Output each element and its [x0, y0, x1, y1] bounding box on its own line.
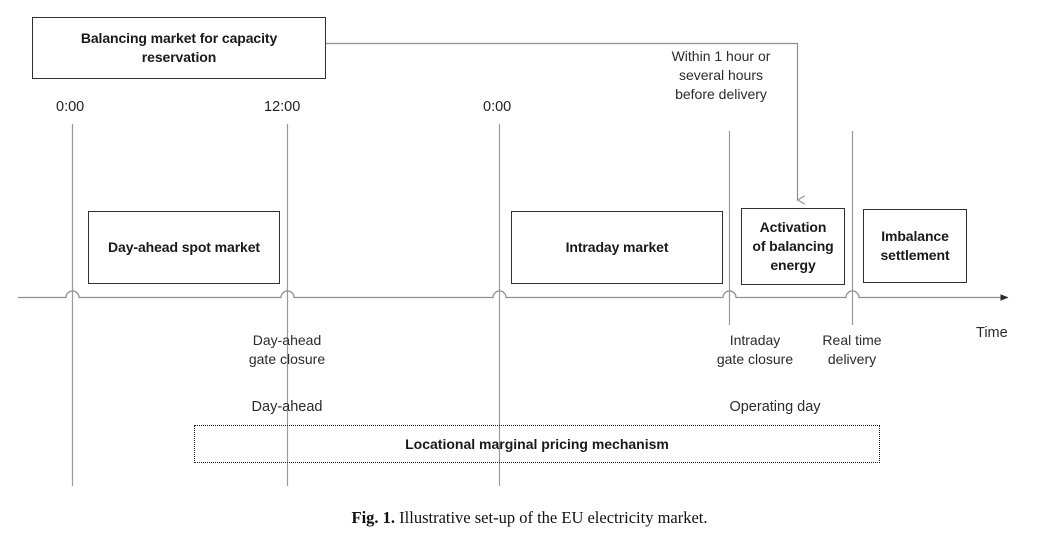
box-intraday-market[interactable]: Intraday market [511, 211, 723, 284]
box-day-ahead-spot-market-label: Day-ahead spot market [108, 239, 260, 256]
marker-real-time-delivery: Real time delivery [822, 332, 882, 367]
time-axis-line [18, 290, 1009, 301]
time-axis [18, 290, 1009, 301]
figure-caption: Fig. 1. Illustrative set-up of the EU el… [0, 508, 1059, 528]
box-balancing-market-capacity-reservation[interactable]: Balancing market for capacity reservatio… [32, 17, 326, 79]
marker-intraday-gate-closure: Intraday gate closure [716, 332, 794, 367]
band-locational-marginal-pricing-label: Locational marginal pricing mechanism [405, 436, 669, 452]
marker-day-ahead-gate-closure: Day-ahead gate closure [248, 332, 326, 367]
balancing-connector [326, 42, 798, 201]
annotation-within-one-hour: Within 1 hour or several hours before de… [671, 48, 771, 102]
period-label-operating-day: Operating day [729, 399, 821, 415]
box-day-ahead-spot-market[interactable]: Day-ahead spot market [88, 211, 280, 284]
time-tick-label-midnight-1: 0:00 [56, 99, 85, 115]
box-intraday-market-label: Intraday market [565, 239, 669, 256]
box-activation-of-balancing-energy-label: Activation of balancing energy [752, 219, 834, 273]
time-axis-label: Time [976, 325, 1008, 341]
period-label-day-ahead: Day-ahead [251, 399, 323, 415]
box-balancing-market-label: Balancing market for capacity reservatio… [80, 30, 278, 65]
figure-caption-lead: Fig. 1. [351, 508, 396, 527]
figure-caption-text: Illustrative set-up of the EU electricit… [395, 508, 708, 527]
balancing-connector-path [326, 42, 798, 201]
box-activation-of-balancing-energy[interactable]: Activation of balancing energy [741, 208, 845, 285]
box-imbalance-settlement-label: Imbalance settlement [880, 228, 950, 263]
time-tick-label-noon: 12:00 [264, 99, 301, 115]
box-imbalance-settlement[interactable]: Imbalance settlement [863, 209, 967, 283]
band-locational-marginal-pricing-mechanism[interactable]: Locational marginal pricing mechanism [194, 425, 880, 463]
time-tick-label-midnight-2: 0:00 [483, 99, 512, 115]
